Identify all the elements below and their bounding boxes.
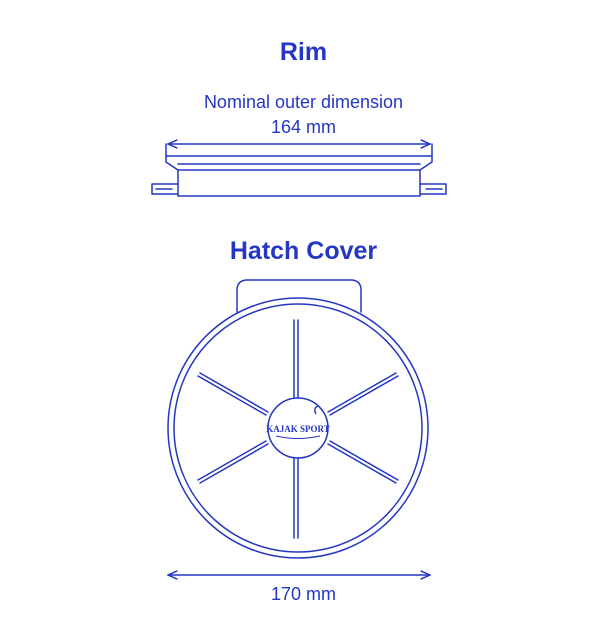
- rim-profile: [151, 143, 447, 197]
- rim-dimension-value: 164 mm: [270, 117, 337, 137]
- hatch-cover-hub: [267, 397, 329, 459]
- hatch-cover-strap-tab: [236, 279, 362, 313]
- hatch-cover-dimension-value: 170 mm: [270, 584, 337, 604]
- hatch-cover-inner-ring: [173, 303, 423, 553]
- rim-dimension-caption: Nominal outer dimension: [203, 92, 404, 112]
- kajak-sport-logo: KAJAK SPORT: [266, 405, 330, 439]
- hatch-cover-title: Hatch Cover: [229, 237, 378, 265]
- rim-title: Rim: [279, 38, 328, 66]
- hatch-cover-outer-ring: [167, 297, 429, 559]
- hatch-cover-spokes: [197, 319, 399, 539]
- svg-text:KAJAK SPORT: KAJAK SPORT: [266, 424, 329, 434]
